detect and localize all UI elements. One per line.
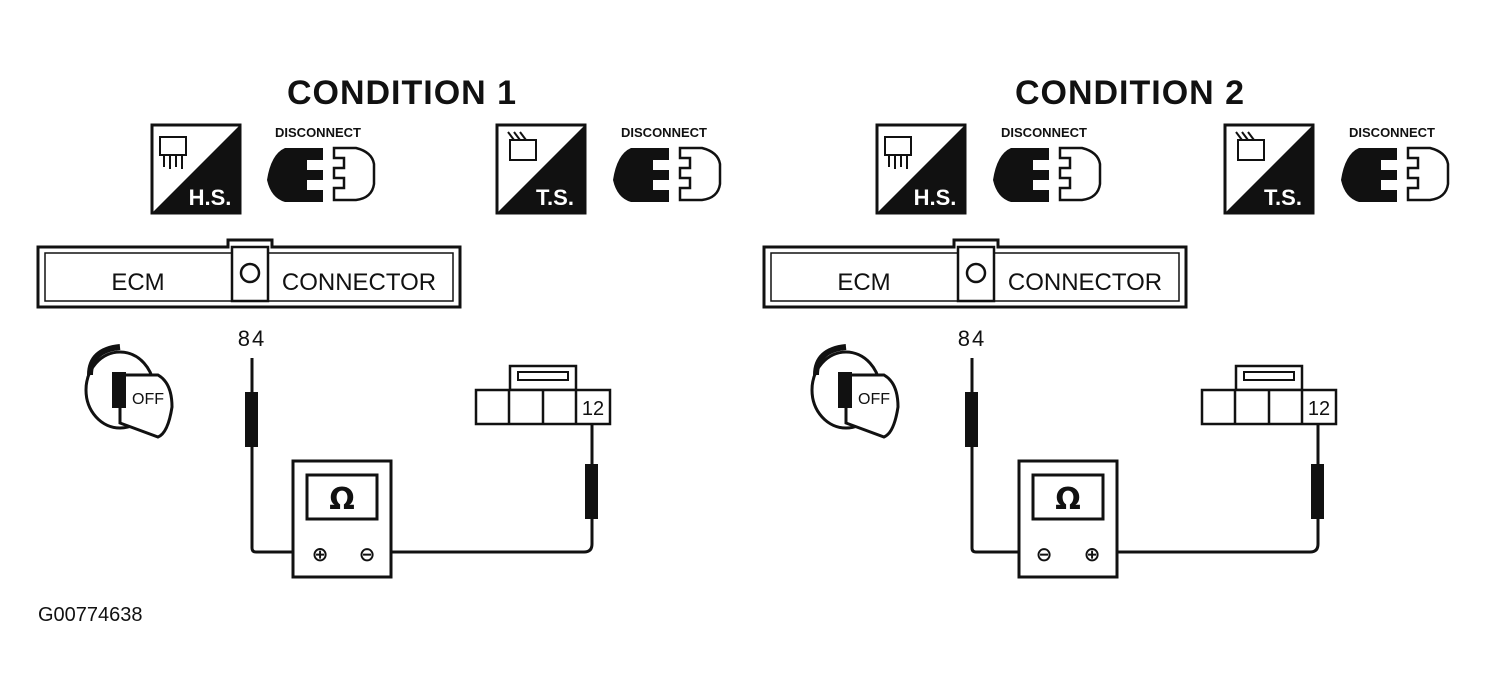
ts-badge: T.S. <box>536 185 574 210</box>
ignition-off-label: OFF <box>858 391 890 408</box>
ohmmeter: Ω ⊖ ⊕ <box>1017 459 1119 579</box>
condition-2-title: CONDITION 2 <box>1015 74 1245 112</box>
negative-terminal: ⊖ <box>1036 542 1053 566</box>
positive-terminal: ⊕ <box>1084 542 1101 566</box>
harness-connector: 12 <box>474 364 612 426</box>
terminal-side-icon: T.S. <box>1223 123 1315 215</box>
ignition-off-label: OFF <box>132 391 164 408</box>
negative-terminal: ⊖ <box>359 542 376 566</box>
hs-badge: H.S. <box>189 185 232 210</box>
ecm-connector: ECM CONNECTOR <box>36 238 462 309</box>
ecm-label: ECM <box>111 269 164 296</box>
disconnect-label: DISCONNECT <box>621 125 707 140</box>
test-leads <box>965 358 1324 554</box>
disconnect-icon: DISCONNECT <box>1341 125 1450 202</box>
pin-84-label: 84 <box>958 326 986 351</box>
condition-2-panel: CONDITION 2 H.S. DISCONNECT T.S. DISCONN… <box>762 74 1450 579</box>
harness-connector: 12 <box>1200 364 1338 426</box>
harness-side-icon: H.S. <box>150 123 242 215</box>
disconnect-icon: DISCONNECT <box>993 125 1102 202</box>
ohm-symbol: Ω <box>329 482 355 517</box>
disconnect-label: DISCONNECT <box>275 125 361 140</box>
disconnect-label: DISCONNECT <box>1001 125 1087 140</box>
hs-badge: H.S. <box>914 185 957 210</box>
pin-12-label: 12 <box>1308 398 1330 420</box>
terminal-side-icon: T.S. <box>495 123 587 215</box>
connector-label: CONNECTOR <box>1008 269 1162 296</box>
harness-side-icon: H.S. <box>875 123 967 215</box>
ohmmeter: Ω ⊕ ⊖ <box>291 459 393 579</box>
ecm-label: ECM <box>837 269 890 296</box>
condition-1-title: CONDITION 1 <box>287 74 517 112</box>
connector-label: CONNECTOR <box>282 269 436 296</box>
disconnect-icon: DISCONNECT <box>267 125 376 202</box>
positive-terminal: ⊕ <box>312 542 329 566</box>
disconnect-label: DISCONNECT <box>1349 125 1435 140</box>
condition-1-panel: CONDITION 1 H.S. DISCONNECT T.S. DISCONN… <box>36 74 722 579</box>
ohm-symbol: Ω <box>1055 482 1081 517</box>
pin-12-label: 12 <box>582 398 604 420</box>
ts-badge: T.S. <box>1264 185 1302 210</box>
pin-84-label: 84 <box>238 326 266 351</box>
ignition-key-icon: OFF <box>810 344 900 439</box>
disconnect-icon: DISCONNECT <box>613 125 722 202</box>
ecm-connector: ECM CONNECTOR <box>762 238 1188 309</box>
ignition-key-icon: OFF <box>84 344 174 439</box>
figure-id: G00774638 <box>38 604 143 626</box>
test-leads <box>245 358 598 554</box>
